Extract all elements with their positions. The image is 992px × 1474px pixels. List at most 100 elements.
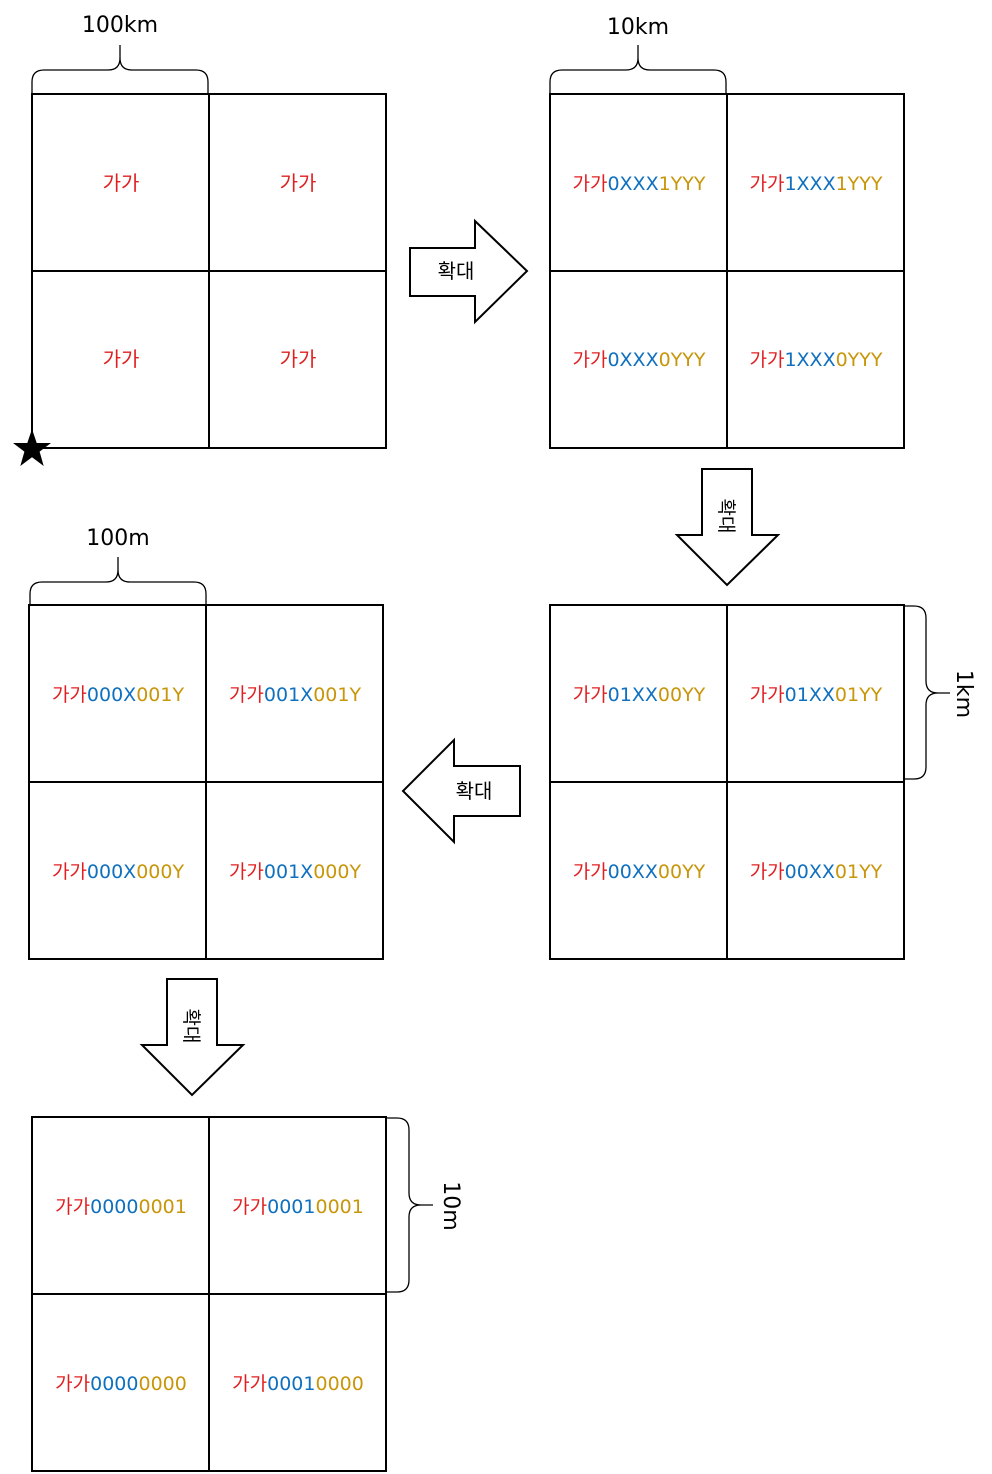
code-x: 0XXX [607,349,658,371]
code-y: 0000 [138,1373,186,1395]
code-prefix: 가가 [232,1196,267,1218]
cell-code: 가가1XXX1YYY [749,173,882,195]
arrow-label: 확대 [715,499,737,534]
code-prefix: 가가 [749,173,784,195]
star-icon [13,429,51,466]
code-x: 000X [87,861,136,883]
code-y: 1YYY [836,173,883,195]
scale-label: 100km [82,13,158,38]
scale-brace [31,45,209,95]
scale-brace [549,45,727,95]
code-x: 01XX [608,684,658,706]
arrow-label: 확대 [456,779,493,803]
code-prefix: 가가 [55,1196,90,1218]
code-prefix: 가가 [52,684,87,706]
cell-code: 가가000X000Y [52,861,185,883]
scale-label: 10km [607,15,669,40]
code-x: 0001 [267,1196,315,1218]
code-prefix: 가가 [573,684,608,706]
code-prefix: 가가 [572,173,607,195]
scale-label: 100m [86,526,149,551]
cell-code: 가가 [103,171,140,195]
code-y: 0YYY [836,349,883,371]
code-prefix: 가가 [572,349,607,371]
code-prefix: 가가 [280,347,317,371]
code-prefix: 가가 [750,861,785,883]
cell-code: 가가1XXX0YYY [749,349,882,371]
zoom-arrow-down: 확대 [139,978,246,1097]
code-y: 1YYY [659,173,706,195]
code-y: 0001 [315,1196,363,1218]
code-prefix: 가가 [229,684,264,706]
code-x: 0XXX [607,173,658,195]
code-y: 001Y [136,684,184,706]
code-y: 001Y [313,684,361,706]
code-prefix: 가가 [52,861,87,883]
code-y: 01YY [835,684,883,706]
cell-code: 가가001X000Y [229,861,362,883]
code-x: 001X [264,684,313,706]
cell-code: 가가 [280,171,317,195]
code-prefix: 가가 [232,1373,267,1395]
grid-100km: 100km 가가 가가 가가 가가 [13,13,387,466]
code-x: 00XX [785,861,835,883]
scale-label: 10m [438,1181,463,1230]
code-prefix: 가가 [103,171,140,195]
code-y: 00YY [658,861,706,883]
code-x: 0000 [90,1196,138,1218]
code-x: 00XX [608,861,658,883]
scale-brace [387,1117,433,1293]
code-x: 0000 [90,1373,138,1395]
cell-code: 가가00XX01YY [750,861,883,883]
cell-code: 가가00XX00YY [573,861,706,883]
zoom-arrow-left: 확대 [401,737,521,845]
code-prefix: 가가 [573,861,608,883]
code-prefix: 가가 [750,684,785,706]
cell-code: 가가00010000 [232,1373,364,1395]
code-prefix: 가가 [280,171,317,195]
cell-code: 가가 [280,347,317,371]
cell-code: 가가000X001Y [52,684,185,706]
code-y: 01YY [835,861,883,883]
arrow-label: 확대 [438,259,475,283]
cell-code: 가가 [103,347,140,371]
scale-label: 1km [951,670,976,718]
arrow-shape [139,978,246,1097]
arrow-shape [409,218,529,325]
code-x: 0001 [267,1373,315,1395]
zoom-arrow-right: 확대 [409,218,529,325]
code-y: 000Y [136,861,184,883]
grid-10m: 10m 가가00000001 가가00010001 가가00000000 가가0… [31,1116,463,1472]
code-y: 000Y [313,861,361,883]
cell-code: 가가01XX01YY [750,684,883,706]
code-y: 0YYY [659,349,706,371]
grid-100m: 100m 가가000X001Y 가가001X001Y 가가000X000Y 가가… [28,526,384,960]
code-prefix: 가가 [103,347,140,371]
arrow-shape [674,468,781,587]
cell-code: 가가0XXX0YYY [572,349,705,371]
grid-1km: 1km 가가01XX00YY 가가01XX01YY 가가00XX00YY 가가0… [549,604,976,960]
cell-code: 가가01XX00YY [573,684,706,706]
code-x: 000X [87,684,136,706]
code-x: 01XX [785,684,835,706]
code-y: 0000 [315,1373,363,1395]
code-prefix: 가가 [55,1373,90,1395]
code-x: 1XXX [784,349,835,371]
arrow-shape [401,737,521,845]
scale-brace [29,557,207,606]
arrow-label: 확대 [180,1009,202,1044]
code-x: 1XXX [784,173,835,195]
code-y: 0001 [138,1196,186,1218]
cell-code: 가가0XXX1YYY [572,173,705,195]
cell-code: 가가00000001 [55,1196,187,1218]
zoom-arrow-down: 확대 [674,468,781,587]
cell-code: 가가00010001 [232,1196,364,1218]
cell-code: 가가00000000 [55,1373,187,1395]
cell-code: 가가001X001Y [229,684,362,706]
code-prefix: 가가 [229,861,264,883]
code-x: 001X [264,861,313,883]
grid-10km: 10km 가가0XXX1YYY 가가1XXX1YYY 가가0XXX0YYY 가가… [549,15,905,449]
scale-brace [905,605,950,780]
code-y: 00YY [658,684,706,706]
